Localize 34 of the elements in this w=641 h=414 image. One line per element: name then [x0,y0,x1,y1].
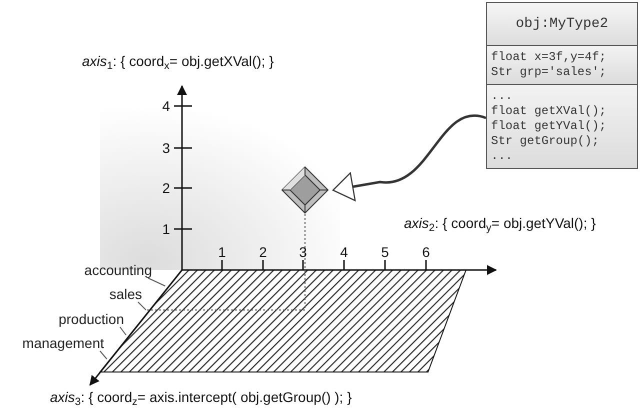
class-member: Str getGroup(); [491,134,600,149]
tick-label: 1 [218,243,226,261]
leader-line [120,326,126,336]
axis-label: axis$_{1}$: { coord$_{x}$= obj.getXVal(); } [82,52,274,70]
class-name: obj:MyType2 [487,3,637,45]
class-compartment [487,45,637,84]
class-member: float getYVal(); [491,119,608,134]
leader-line [148,278,166,286]
category-label: production [58,311,124,327]
tick-label: 3 [162,139,170,157]
class-member: ... [491,89,514,104]
tick-label: 6 [422,243,430,261]
class-box [486,2,638,169]
leader-line [100,350,108,360]
category-label: management [22,335,104,351]
guide-line [146,214,306,310]
tick-label: 4 [340,243,348,261]
axis-label: axis$_{2}$: { coord$_{y}$= obj.getYVal(); } [404,214,596,232]
tick-label: 5 [381,243,389,261]
class-member: ... [491,149,514,164]
tick-label: 1 [162,220,170,238]
axis-label: axis$_{3}$: { coord$_{z}$= axis.intercept( obj.getGroup() ); } [50,388,352,406]
leader-line [138,302,146,310]
curved-arrow [332,114,486,202]
class-member: float x=3f,y=4f; [491,50,608,65]
class-member: float getXVal(); [491,104,608,119]
tick-label: 2 [259,243,267,261]
category-label: sales [109,286,142,302]
category-label: accounting [84,262,152,278]
class-compartment [487,84,637,168]
tick-label: 3 [299,243,307,261]
class-member: Str grp='sales'; [491,65,608,80]
tick-label: 4 [162,97,170,115]
tick-label: 2 [162,179,170,197]
